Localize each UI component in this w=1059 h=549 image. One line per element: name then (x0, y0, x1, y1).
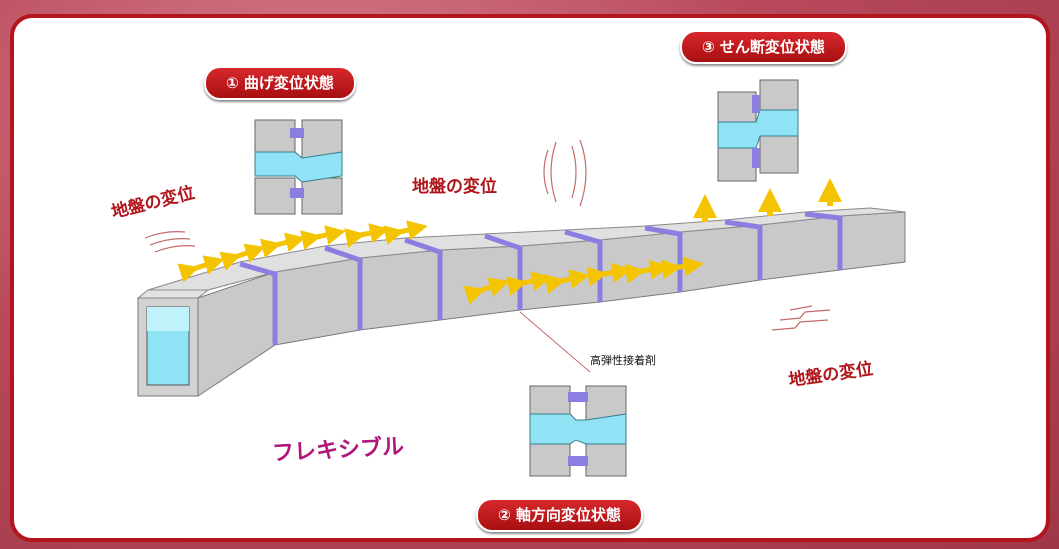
adhesive-label: 高弾性接着剤 (590, 354, 656, 367)
up-arrow-icon (693, 178, 842, 222)
concrete-joint-detail-icon (519, 311, 627, 477)
ground-displacement-center: 地盤の変位 (412, 177, 497, 197)
double-arrow-icon (177, 220, 704, 305)
culvert-body (147, 207, 906, 397)
concrete-joint-detail-icon (254, 119, 343, 215)
bending-state-label: ① 曲げ変位状態 (204, 66, 356, 100)
shear-state-label: ③ せん断変位状態 (680, 30, 847, 64)
axial-state-label: ② 軸方向変位状態 (476, 498, 643, 532)
culvert-front-face (136, 289, 210, 397)
wave-icon (144, 139, 831, 331)
concrete-joint-detail-icon (717, 79, 799, 182)
